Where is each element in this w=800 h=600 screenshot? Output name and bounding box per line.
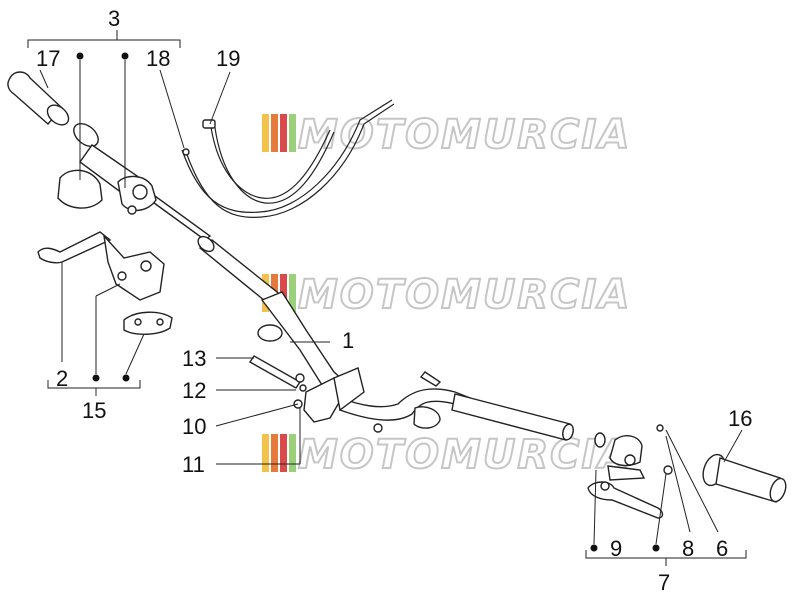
watermark-stripe xyxy=(271,114,278,152)
callout-11: 11 xyxy=(182,452,205,477)
callout-12: 12 xyxy=(182,378,206,403)
callout-3: 3 xyxy=(108,6,120,31)
callout-2: 2 xyxy=(56,366,68,391)
watermark-text: MOTOMURCIA xyxy=(298,432,631,478)
callout-18: 18 xyxy=(146,46,170,71)
callout-1: 1 xyxy=(342,328,354,353)
callout-15: 15 xyxy=(82,398,106,423)
handlebar-tube xyxy=(148,195,574,441)
group-bracket-15 xyxy=(47,380,141,396)
watermark-stripe xyxy=(271,434,278,472)
throttle-cables xyxy=(181,99,395,218)
clamp-and-bolts xyxy=(248,355,383,433)
group-bracket-3 xyxy=(27,30,181,48)
watermark-stripe xyxy=(280,434,287,472)
callout-13: 13 xyxy=(182,346,206,371)
leader-lines xyxy=(39,52,743,552)
watermark-stripe xyxy=(280,114,287,152)
callout-7: 7 xyxy=(658,570,670,595)
watermark-stripe xyxy=(262,114,269,152)
callout-9: 9 xyxy=(610,536,622,561)
watermark-stripe xyxy=(289,434,296,472)
callout-labels: 3 17 18 19 1 2 15 13 12 10 11 16 9 8 6 7 xyxy=(36,6,752,595)
watermark-2: MOTOMURCIA xyxy=(262,271,631,319)
right-lever-assembly xyxy=(587,424,673,519)
callout-8: 8 xyxy=(682,536,694,561)
group-bracket-7 xyxy=(585,550,747,566)
watermark-text: MOTOMURCIA xyxy=(298,112,631,158)
watermark-text: MOTOMURCIA xyxy=(298,272,631,318)
left-grip xyxy=(7,71,157,215)
watermark-3: MOTOMURCIA xyxy=(262,431,631,479)
callout-17: 17 xyxy=(36,46,60,71)
callout-6: 6 xyxy=(716,536,728,561)
callout-16: 16 xyxy=(728,406,752,431)
watermark-1: MOTOMURCIA xyxy=(262,111,631,159)
watermark-stripe xyxy=(262,434,269,472)
watermark-stripe xyxy=(280,274,287,312)
watermark-stripe xyxy=(289,274,296,312)
right-grip xyxy=(702,453,787,503)
callout-10: 10 xyxy=(182,414,206,439)
left-lever-assembly xyxy=(37,231,173,335)
callout-19: 19 xyxy=(216,46,240,71)
watermark-stripe xyxy=(289,114,296,152)
